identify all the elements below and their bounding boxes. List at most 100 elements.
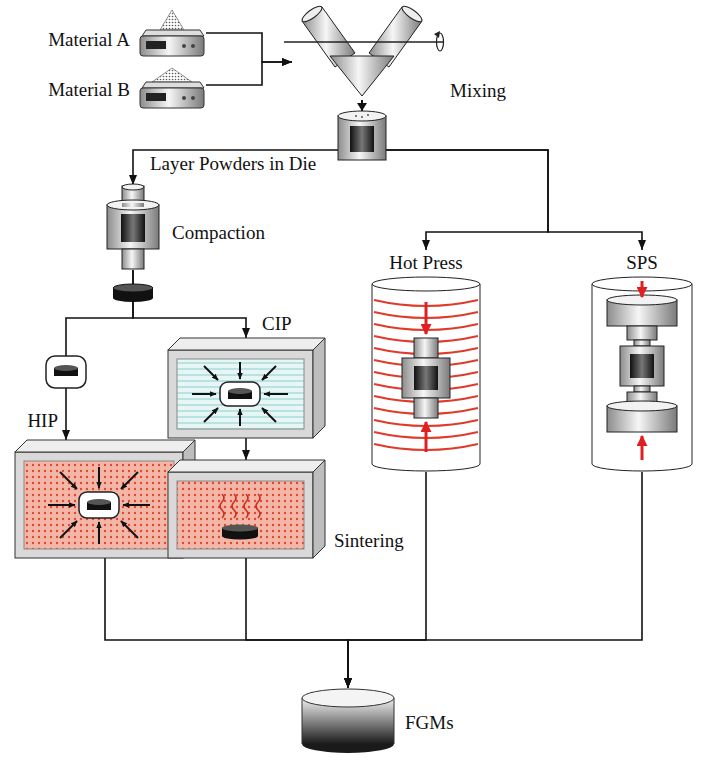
mixer-cone: [330, 56, 394, 96]
sintering-stage: Sintering: [168, 460, 325, 558]
pressure-arrow: [262, 366, 276, 380]
stage-label: Material A: [48, 29, 130, 51]
powder-pile: [160, 10, 184, 30]
furnace-front: [168, 472, 313, 558]
pressure-arrow: [121, 472, 138, 489]
chamber-fill: [592, 284, 692, 464]
pressure-arrow: [60, 521, 77, 538]
load-arrow: [425, 302, 428, 334]
cip-stage: CIP: [168, 338, 325, 438]
vessel-front: [168, 350, 313, 438]
flow-arrow: [206, 62, 292, 85]
die-body: [107, 205, 159, 249]
heat-wave: [232, 494, 236, 518]
rotation-head: [434, 31, 440, 38]
pellet-top: [113, 284, 153, 292]
heat-waves: [220, 494, 260, 518]
heat-wave: [256, 494, 260, 518]
scale-display: [146, 41, 166, 49]
heated-zone: [177, 481, 304, 549]
stage-label: Hot Press: [389, 252, 462, 274]
flow-arrow: [362, 100, 642, 250]
pressure-arrow: [48, 504, 75, 506]
scale-body: [140, 36, 204, 56]
scale-plate: [142, 82, 204, 88]
scale-body: [140, 88, 204, 108]
powder-dot: [367, 114, 369, 116]
pellet-bottom: [222, 533, 258, 540]
scale-button: [191, 96, 195, 100]
sps-unit: [592, 277, 692, 471]
weighing-station: Material B: [138, 60, 206, 110]
mixer-opening: [300, 4, 324, 25]
flow-arrow: [133, 270, 246, 338]
stage-label: Material B: [48, 79, 130, 101]
capsule: [79, 492, 119, 518]
scale-display: [146, 93, 166, 101]
die-top: [107, 200, 159, 210]
upper-punch: [414, 338, 438, 358]
vessel-front: [15, 452, 183, 558]
pressure-arrows: [48, 467, 150, 544]
stage-label: Mixing: [450, 80, 506, 102]
flow-arrow: [133, 100, 362, 185]
capsule: [220, 382, 260, 406]
chamber-bottom: [372, 464, 480, 471]
die-bore: [121, 214, 145, 242]
canned-compact: [46, 356, 86, 388]
sps-stage: SPS: [588, 250, 696, 472]
weighing-station: Material A: [138, 8, 206, 58]
vessel-side: [313, 338, 325, 438]
vessel-top: [168, 338, 325, 350]
fluid-zone: [177, 359, 304, 429]
chamber-top: [372, 277, 480, 291]
mixer-axis: [284, 41, 444, 43]
pressure-arrow: [123, 504, 150, 506]
heat-wave: [244, 494, 248, 518]
pressure-arrow: [204, 366, 218, 380]
stage-label: Sintering: [334, 530, 404, 552]
die-body: [402, 358, 450, 398]
vessel-top: [15, 440, 195, 452]
flow-arrow: [245, 438, 247, 460]
powder-pile: [152, 68, 192, 82]
pressure-arrow: [262, 408, 276, 422]
sintering-furnace: [168, 460, 325, 558]
punch: [634, 386, 650, 392]
powder-dot: [355, 115, 357, 117]
upper-punch: [122, 203, 144, 207]
chamber-bottom: [592, 464, 692, 471]
flow-arrow: [206, 33, 292, 62]
flow-arrow: [362, 100, 548, 250]
pellet-top: [228, 388, 252, 394]
hip-stage: HIP: [15, 440, 195, 558]
arrow-head: [357, 103, 367, 111]
furnace-side: [313, 460, 325, 558]
pressure-arrow: [239, 362, 241, 379]
die-body: [620, 346, 664, 386]
flow-arrow: [105, 558, 348, 688]
heat-wave: [220, 494, 224, 518]
disc-edge: [302, 698, 303, 744]
mixer-stage: Mixing: [292, 5, 438, 100]
green-compact: [113, 284, 153, 302]
pellet-top: [54, 365, 78, 371]
chamber-wall: [592, 284, 593, 464]
powder-dot: [361, 116, 363, 118]
powder-die: [338, 103, 386, 160]
compaction-press: [107, 184, 159, 269]
pellet-top: [87, 499, 111, 505]
mixer-opening: [400, 4, 424, 25]
load-arrow: [641, 436, 644, 460]
pressure-arrow: [98, 467, 100, 488]
punch-top: [122, 184, 144, 190]
die-body: [338, 116, 386, 160]
scale-button: [182, 44, 186, 48]
electrode-top: [607, 401, 677, 411]
die-top: [338, 111, 386, 121]
load-arrow: [425, 422, 428, 452]
pellet-top: [222, 525, 258, 532]
fgm-product: FGMs: [300, 688, 395, 754]
chamber-wall: [372, 284, 373, 464]
pressure-arrow: [192, 393, 216, 395]
